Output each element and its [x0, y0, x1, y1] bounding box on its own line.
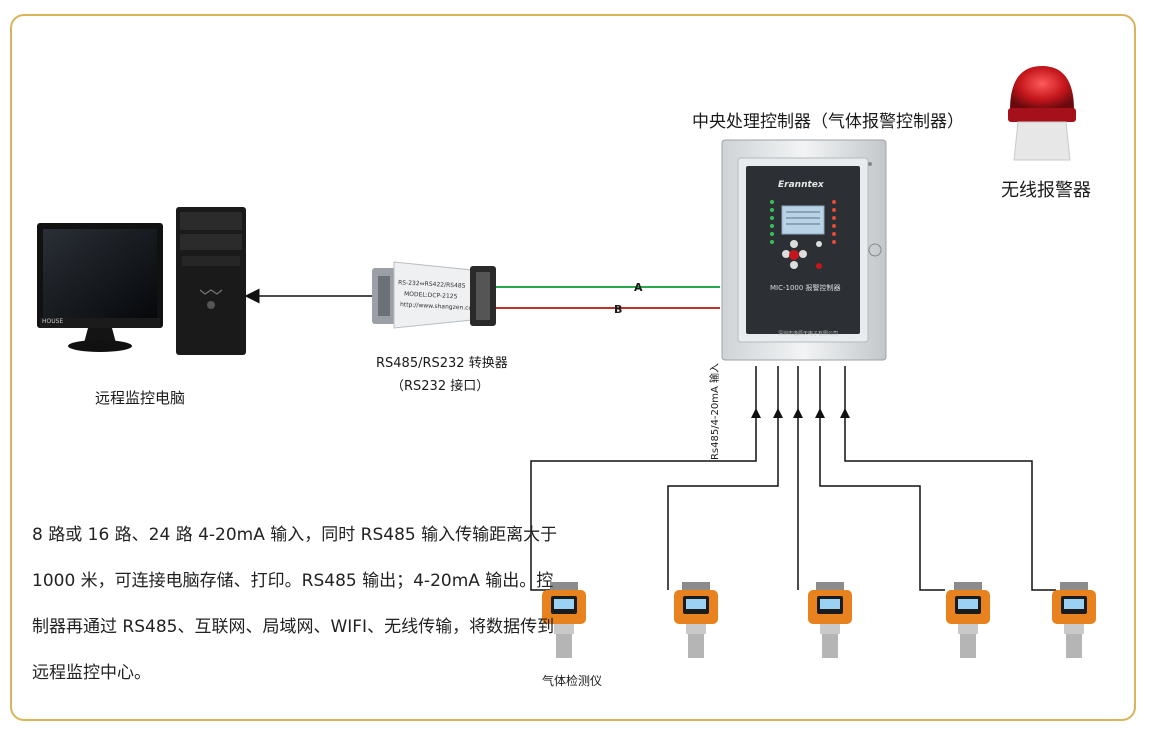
description-line: 远程监控中心。 — [32, 663, 151, 683]
alarm-label: 无线报警器 — [1001, 180, 1091, 201]
converter-icon — [372, 261, 496, 329]
controller-icon — [721, 139, 887, 361]
detector-label: 气体检测仪 — [542, 674, 603, 688]
gas-detector-icon — [946, 582, 990, 658]
computer-icon — [37, 207, 246, 355]
converter-label: RS485/RS232 转换器 — [376, 356, 508, 371]
detector-wiring — [530, 366, 1056, 591]
controller-footer: 深圳市逸辰天电子有限公司 — [778, 331, 839, 337]
monitor-brand: HOUSE — [42, 318, 64, 325]
gas-detector-icon — [808, 582, 852, 658]
gas-detector-icon — [1052, 582, 1096, 658]
input-label: Rs485/4-20mA 输入 — [710, 362, 722, 461]
gas-detector-group — [542, 582, 1096, 658]
computer-label: 远程监控电脑 — [95, 389, 186, 407]
wire-a-label: A — [634, 281, 643, 294]
description-line: 1000 米，可连接电脑存储、打印。RS485 输出；4-20mA 输出。控 — [32, 571, 554, 591]
controller-model: MIC-1000 报警控制器 — [770, 284, 841, 292]
gas-detector-icon — [542, 582, 586, 658]
description-line: 8 路或 16 路、24 路 4-20mA 输入，同时 RS485 输入传输距离… — [32, 525, 558, 545]
controller-brand: Eranntex — [778, 180, 824, 190]
description: 8 路或 16 路、24 路 4-20mA 输入，同时 RS485 输入传输距离… — [32, 512, 558, 696]
description-line: 制器再通过 RS485、互联网、局域网、WIFI、无线传输，将数据传到 — [32, 617, 555, 637]
gas-detector-icon — [674, 582, 718, 658]
wire-b-label: B — [614, 303, 623, 316]
alarm-light-icon — [1008, 66, 1076, 161]
converter-sublabel: （RS232 接口） — [391, 379, 490, 394]
controller-title: 中央处理控制器（气体报警控制器） — [692, 112, 964, 132]
